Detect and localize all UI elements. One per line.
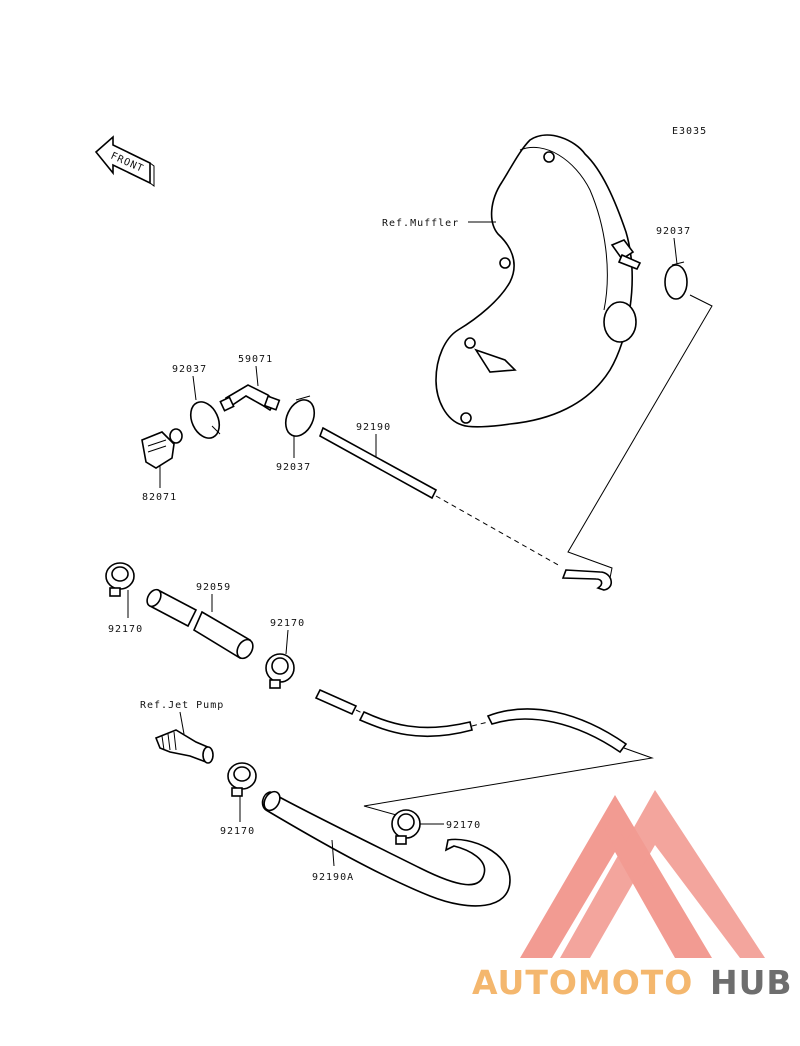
clamp-92170-b — [265, 653, 295, 689]
label-82071: 82071 — [142, 492, 177, 503]
muffler-illustration — [435, 134, 642, 428]
fitting-59071 — [219, 384, 281, 412]
label-92170-a: 92170 — [108, 624, 143, 635]
label-92170-b: 92170 — [270, 618, 305, 629]
front-arrow-icon: FRONT — [94, 135, 155, 187]
label-59071: 59071 — [238, 354, 273, 365]
label-92190a: 92190A — [312, 872, 354, 883]
label-ref-jet-pump: Ref.Jet Pump — [140, 700, 224, 711]
clip-92037-b — [189, 401, 221, 439]
clip-92037-c — [284, 395, 316, 437]
label-92170-c: 92170 — [220, 826, 255, 837]
label-92037-a: 92037 — [656, 226, 691, 237]
label-92059: 92059 — [196, 582, 231, 593]
automotohub-logo — [520, 790, 765, 958]
brand-text-hub: HUB — [710, 963, 793, 1002]
hose-92190a — [261, 790, 511, 907]
label-92037-b: 92037 — [172, 364, 207, 375]
clamp-92170-a — [105, 562, 135, 597]
tube-dashed — [314, 688, 654, 817]
tube-92190 — [319, 426, 612, 591]
clip-92037-a — [664, 261, 688, 300]
hose-92059 — [146, 588, 254, 660]
cap-82071 — [141, 428, 183, 469]
brand-text-auto: AUTOMOTO — [472, 963, 693, 1002]
label-92170-d: 92170 — [446, 820, 481, 831]
label-ref-muffler: Ref.Muffler — [382, 218, 459, 229]
label-92190: 92190 — [356, 422, 391, 433]
clamp-92170-c — [227, 762, 257, 797]
jet-pump-fitting — [154, 729, 214, 764]
diagram-code: E3035 — [672, 126, 707, 137]
clamp-92170-d — [391, 809, 421, 845]
label-92037-c: 92037 — [276, 462, 311, 473]
